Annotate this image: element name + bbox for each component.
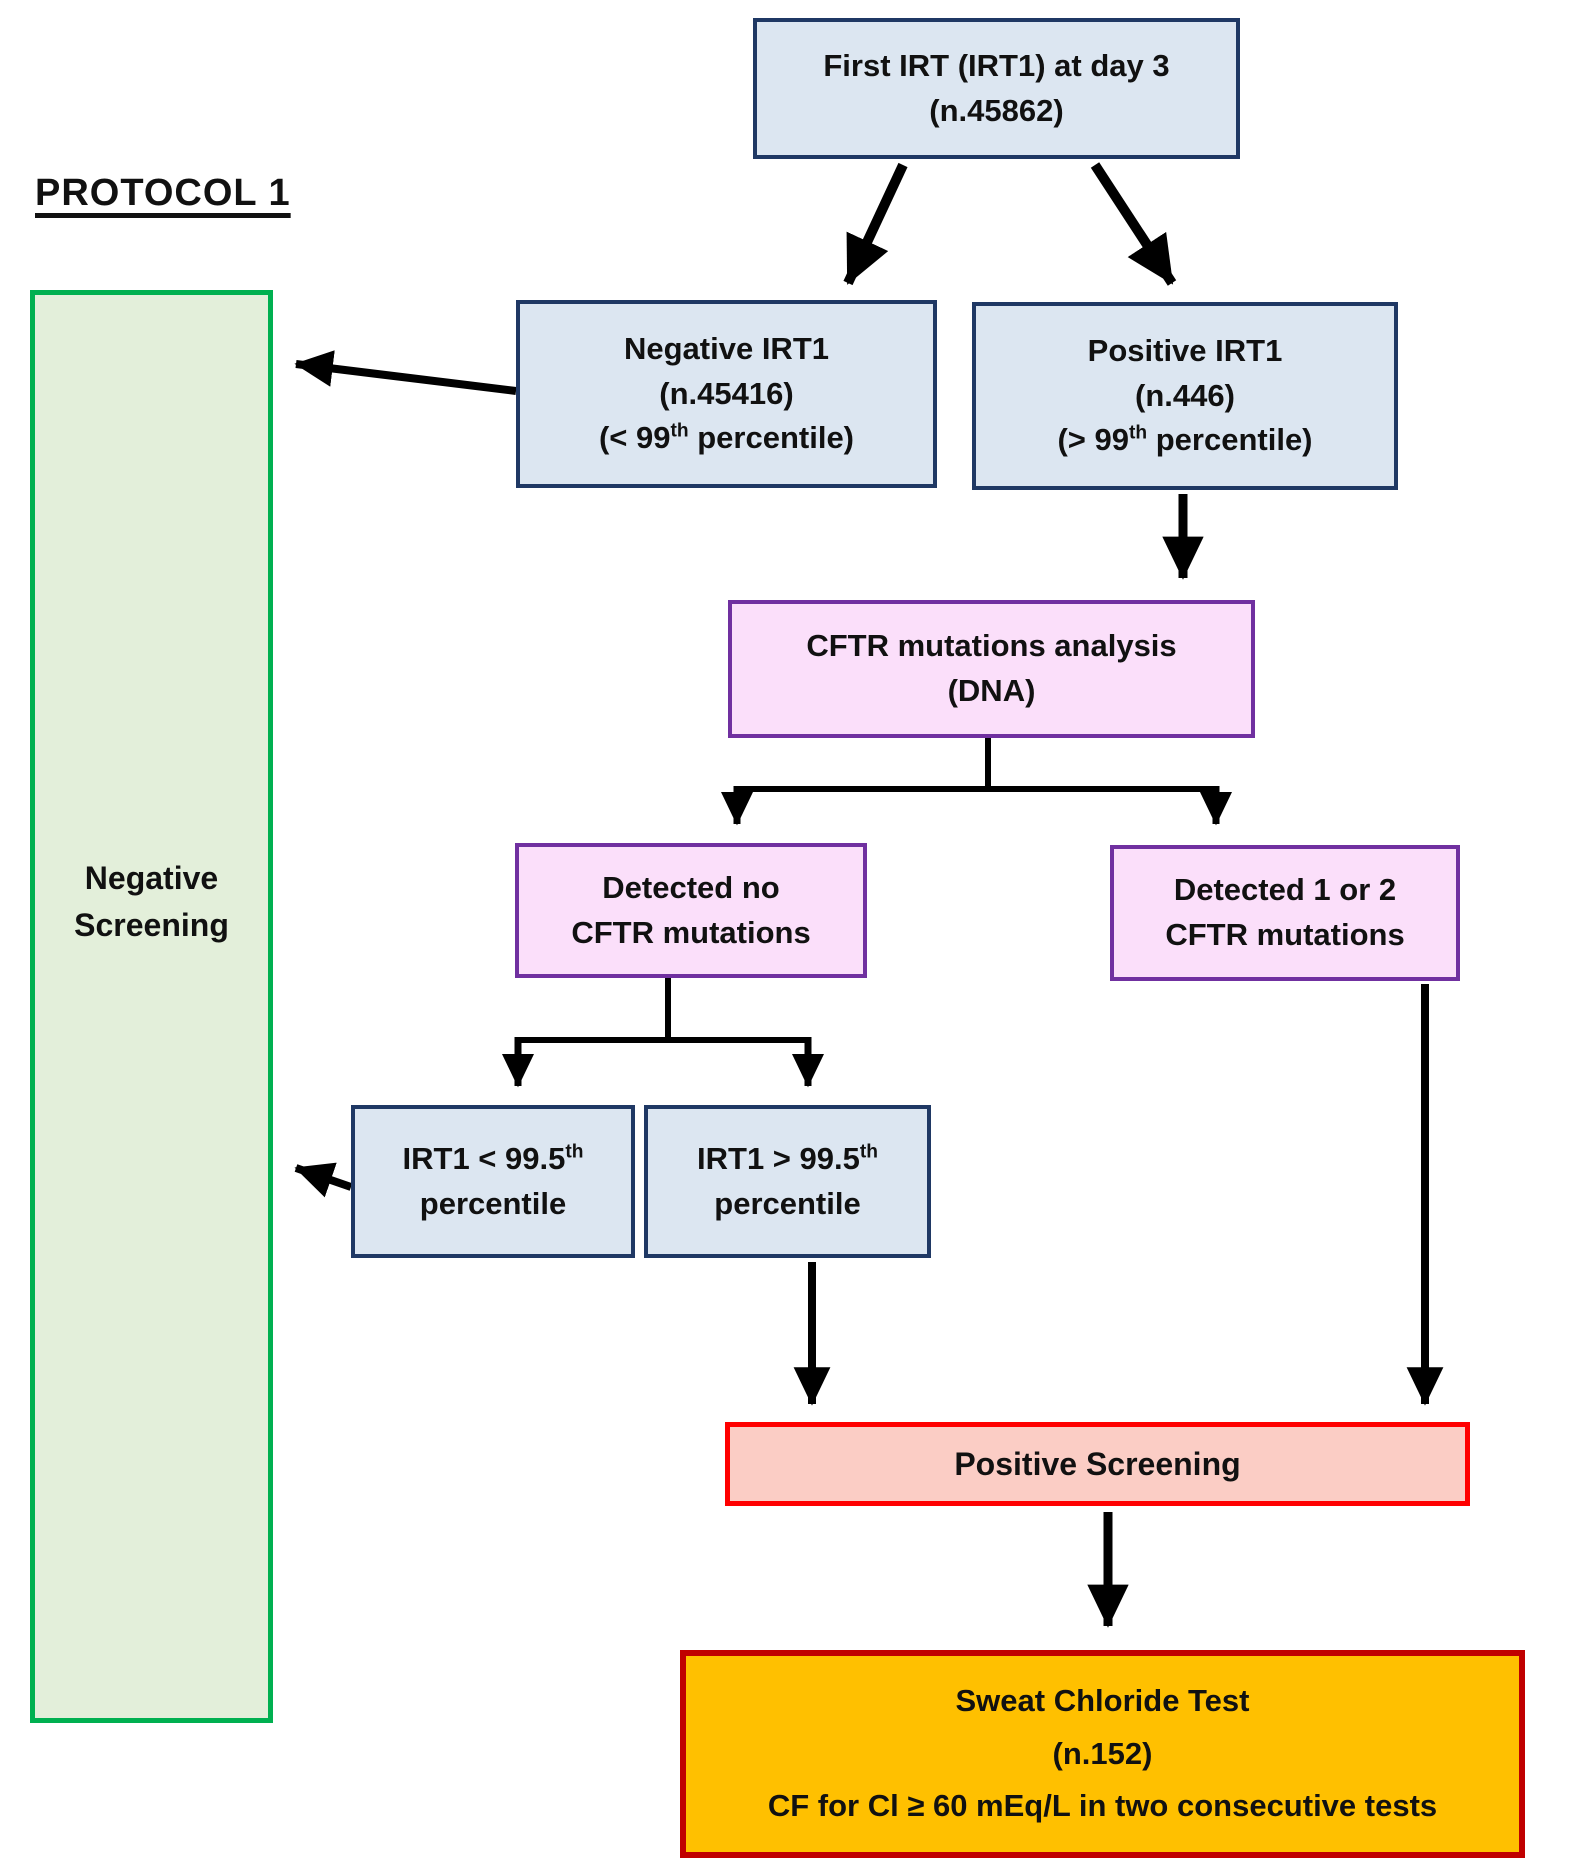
node-negative-screening: Negative Screening xyxy=(30,290,273,1723)
node-line: Negative xyxy=(84,860,219,897)
node-line: (n.45862) xyxy=(929,92,1064,128)
percentile-superscript: th xyxy=(859,1141,878,1163)
percentile-text: IRT1 < 99.5 xyxy=(402,1140,566,1176)
protocol-title: PROTOCOL 1 xyxy=(35,172,291,214)
node-line: (n.152) xyxy=(1052,1735,1153,1771)
percentile-superscript: th xyxy=(1129,423,1148,445)
node-line: percentile xyxy=(714,1185,861,1221)
node-detected-no-mutations: Detected no CFTR mutations xyxy=(515,843,867,978)
node-line: (< 99th percentile) xyxy=(599,416,854,461)
node-line: Screening xyxy=(74,906,229,943)
node-irt1-above-percentile: IRT1 > 99.5th percentile xyxy=(644,1105,931,1258)
node-cftr-analysis: CFTR mutations analysis (DNA) xyxy=(728,600,1255,738)
percentile-text: (> 99 xyxy=(1057,422,1129,458)
node-line: CFTR mutations analysis xyxy=(806,628,1177,664)
node-line: (DNA) xyxy=(947,673,1036,708)
percentile-text: percentile) xyxy=(688,420,855,456)
node-line: Sweat Chloride Test xyxy=(955,1682,1250,1718)
node-line: (n.446) xyxy=(1135,377,1235,413)
node-line: Detected 1 or 2 xyxy=(1173,872,1397,908)
node-line: (n.45416) xyxy=(659,375,794,411)
node-line: Positive IRT1 xyxy=(1087,332,1283,368)
node-line: percentile xyxy=(419,1185,567,1221)
node-positive-screening: Positive Screening xyxy=(725,1422,1470,1506)
node-first-irt: First IRT (IRT1) at day 3 (n.45862) xyxy=(753,18,1240,159)
percentile-text: (< 99 xyxy=(598,420,671,456)
node-line: (> 99th percentile) xyxy=(1057,418,1312,463)
node-detected-1-or-2-mutations: Detected 1 or 2 CFTR mutations xyxy=(1110,845,1460,981)
node-line: Negative IRT1 xyxy=(623,330,829,366)
node-line: CFTR mutations xyxy=(571,914,811,950)
node-line: Detected no xyxy=(602,869,780,905)
arrow-first-to-positive-irt1 xyxy=(1090,162,1177,286)
percentile-text: IRT1 > 99.5 xyxy=(697,1140,860,1176)
node-line: CF for Cl ≥ 60 mEq/L in two consecutive … xyxy=(767,1788,1438,1824)
percentile-superscript: th xyxy=(670,421,689,443)
arrow-irt1-below-to-screening xyxy=(294,1162,353,1198)
node-line: IRT1 < 99.5th xyxy=(403,1137,584,1182)
node-irt1-below-percentile: IRT1 < 99.5th percentile xyxy=(351,1105,635,1258)
node-line: First IRT (IRT1) at day 3 xyxy=(823,47,1170,83)
node-positive-irt1: Positive IRT1 (n.446) (> 99th percentile… xyxy=(972,302,1398,490)
node-line: CFTR mutations xyxy=(1165,917,1405,952)
node-line: Positive Screening xyxy=(954,1445,1241,1482)
arrow-negative-irt1-to-screening xyxy=(294,350,517,395)
node-sweat-chloride-test: Sweat Chloride Test (n.152) CF for Cl ≥ … xyxy=(680,1650,1525,1858)
node-negative-irt1: Negative IRT1 (n.45416) (< 99th percenti… xyxy=(516,300,937,488)
percentile-superscript: th xyxy=(565,1141,584,1163)
node-line: IRT1 > 99.5th xyxy=(697,1137,878,1182)
arrow-first-to-negative-irt1 xyxy=(843,162,908,286)
percentile-text: percentile) xyxy=(1147,422,1313,458)
